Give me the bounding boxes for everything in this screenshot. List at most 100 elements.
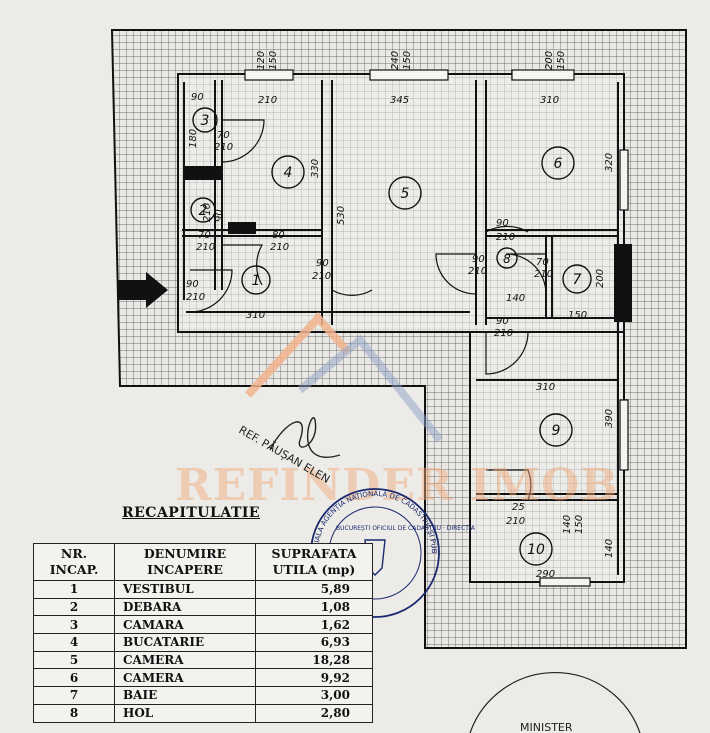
dimension-label: 25 <box>512 502 525 513</box>
dimension-label: 150 <box>402 51 413 70</box>
room-name: CAMARA <box>114 615 256 635</box>
room-number-labels: 1 2 3 4 5 6 7 8 9 10 <box>199 113 582 558</box>
table-header-row: NR. INCAP. DENUMIRE INCAPERE SUPRAFATA U… <box>33 543 373 581</box>
dimension-label: 140 <box>562 515 573 534</box>
room-area: 1,08 <box>255 597 373 617</box>
dimension-label: 140 <box>604 539 615 558</box>
room-number: 5 <box>401 186 410 202</box>
dimension-label: 320 <box>604 153 615 172</box>
dimension-label: 210 <box>506 516 525 527</box>
dimension-label: 210 <box>202 203 213 222</box>
dimension-label: 210 <box>214 142 233 153</box>
room-nr: 3 <box>33 615 115 635</box>
dimension-label: 200 <box>595 269 606 288</box>
room-name: BUCATARIE <box>114 633 256 652</box>
room-area: 6,93 <box>255 633 373 652</box>
room-area: 9,92 <box>255 668 373 688</box>
dimension-label: 200 <box>544 51 555 70</box>
dimension-label: 290 <box>536 569 555 580</box>
room-number: 1 <box>252 273 261 289</box>
room-number: 3 <box>201 113 210 129</box>
dimension-label: 150 <box>574 515 585 534</box>
dimension-label: 90 <box>316 258 329 269</box>
room-number: 9 <box>552 423 561 439</box>
dimension-label: 90 <box>472 254 485 265</box>
header-nr: NR. INCAP. <box>33 543 115 581</box>
room-name: DEBARA <box>114 597 256 617</box>
room-area: 2,80 <box>255 703 373 723</box>
room-nr: 4 <box>33 633 115 652</box>
room-markers <box>190 107 592 566</box>
room-nr: 6 <box>33 668 115 688</box>
entrance-arrow-icon <box>118 272 168 308</box>
dimension-label: 70 <box>536 257 549 268</box>
stamp-inner-text: BUCUREȘTI OFICIUL DE CADASTRU · DIRECȚIA <box>336 525 476 532</box>
dimension-label: 210 <box>494 328 513 339</box>
dimension-label: 210 <box>196 242 215 253</box>
dimension-label: 90 <box>496 316 509 327</box>
dimension-label: 90 <box>214 209 225 222</box>
room-number: 6 <box>554 156 563 172</box>
dimension-label: 210 <box>312 271 331 282</box>
doors <box>189 119 547 501</box>
watermark-text: REFINDER IMOB <box>175 460 619 511</box>
dimension-label: 310 <box>540 95 559 106</box>
room-area: 1,62 <box>255 615 373 635</box>
recap-table: NR. INCAP. DENUMIRE INCAPERE SUPRAFATA U… <box>33 543 373 723</box>
dimension-label: 310 <box>536 382 555 393</box>
dimension-label: 90 <box>186 279 199 290</box>
windows <box>244 69 629 587</box>
dimension-label: 210 <box>270 242 289 253</box>
dimension-label: 150 <box>568 310 587 321</box>
dimension-label: 80 <box>272 230 285 241</box>
dimension-label: 390 <box>604 409 615 428</box>
dimension-label: 140 <box>506 293 525 304</box>
dimension-label: 120 <box>256 51 267 70</box>
room-number: 7 <box>573 272 582 288</box>
room-name: HOL <box>114 703 256 723</box>
dimension-label: 345 <box>390 95 409 106</box>
header-name: DENUMIRE INCAPERE <box>114 543 256 581</box>
dimension-label: 180 <box>188 129 199 148</box>
room-number: 8 <box>503 252 511 266</box>
dimension-label: 530 <box>336 206 347 225</box>
room-nr: 8 <box>33 703 115 723</box>
room-nr: 2 <box>33 597 115 617</box>
room-name: CAMERA <box>114 650 256 670</box>
dimension-label: 90 <box>496 218 509 229</box>
room-area: 3,00 <box>255 686 373 705</box>
dimension-label: 210 <box>496 232 515 243</box>
room-area: 5,89 <box>255 580 373 599</box>
watermark-roof-icon <box>297 334 444 443</box>
wall-block <box>184 166 222 180</box>
second-stamp-text: MINISTER <box>520 721 573 733</box>
room-number: 10 <box>527 542 545 558</box>
room-number: 4 <box>284 165 293 181</box>
dimension-label: 150 <box>268 51 279 70</box>
dimension-label: 210 <box>534 269 553 280</box>
wall-block <box>228 222 256 234</box>
watermark-roof-icon <box>245 312 351 398</box>
dimension-label: 210 <box>258 95 277 106</box>
room-number: 2 <box>199 203 208 219</box>
dimension-label: 70 <box>198 230 211 241</box>
recap-title: RECAPITULATIE <box>122 505 261 521</box>
dimension-labels: 120 150 240 150 200 150 90 210 345 310 1… <box>186 51 615 580</box>
walls <box>177 73 625 583</box>
room-name: BAIE <box>114 686 256 705</box>
dimension-label: 210 <box>186 292 205 303</box>
dimension-label: 240 <box>390 51 401 70</box>
dimension-label: 150 <box>556 51 567 70</box>
room-nr: 5 <box>33 650 115 670</box>
dimension-label: 70 <box>217 130 230 141</box>
dimension-label: 310 <box>246 310 265 321</box>
room-name: CAMERA <box>114 668 256 688</box>
second-stamp: MINISTER <box>469 672 641 733</box>
